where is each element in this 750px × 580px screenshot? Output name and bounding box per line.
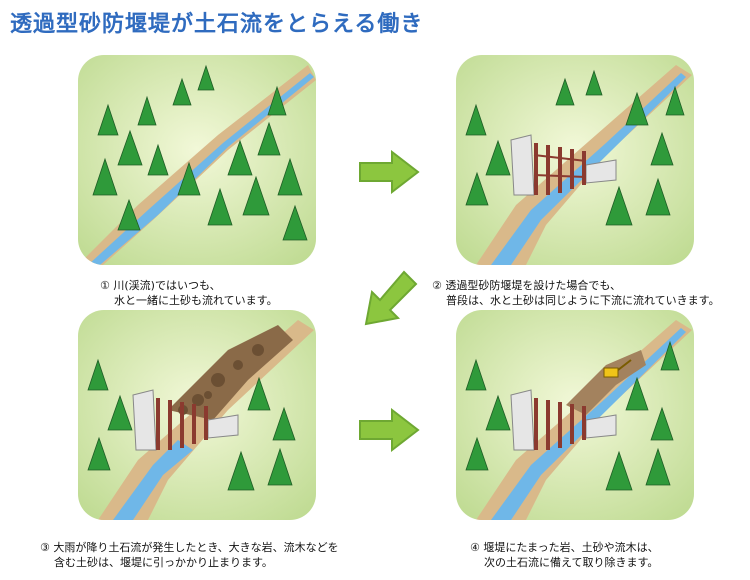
arrow-right-icon <box>358 149 420 198</box>
caption-2-line-2: 普段は、水と土砂は同じように下流に流れていきます。 <box>446 294 720 307</box>
caption-3: ③ 大雨が降り土石流が発生したとき、大きな岩、流木などを 含む土砂は、堰堤に引っ… <box>40 540 339 570</box>
caption-1: ① 川(渓流)ではいつも、 水と一緒に土砂も流れています。 <box>100 278 278 308</box>
illustration-dam-normal <box>456 55 694 265</box>
illustration-debris-flow <box>78 310 316 520</box>
illustration-removal <box>456 310 694 520</box>
caption-1-line-2: 水と一緒に土砂も流れています。 <box>114 294 278 307</box>
caption-3-line-2: 含む土砂は、堰堤に引っかかり止まります。 <box>54 556 273 569</box>
illustration-river <box>78 55 316 265</box>
caption-4-line-1: ④ 堰堤にたまった岩、土砂や流木は、 <box>470 541 659 554</box>
arrow-right-icon <box>358 407 420 456</box>
caption-2-line-1: ② 透過型砂防堰堤を設けた場合でも、 <box>432 279 622 292</box>
caption-4: ④ 堰堤にたまった岩、土砂や流木は、 次の土石流に備えて取り除きます。 <box>470 540 659 570</box>
page-title: 透過型砂防堰堤が土石流をとらえる働き <box>10 12 424 37</box>
caption-1-line-1: ① 川(渓流)ではいつも、 <box>100 279 221 292</box>
caption-2: ② 透過型砂防堰堤を設けた場合でも、 普段は、水と土砂は同じように下流に流れてい… <box>432 278 720 308</box>
caption-3-line-1: ③ 大雨が降り土石流が発生したとき、大きな岩、流木などを <box>40 541 339 554</box>
arrow-down-left-icon <box>360 268 420 332</box>
caption-4-line-2: 次の土石流に備えて取り除きます。 <box>484 556 659 569</box>
